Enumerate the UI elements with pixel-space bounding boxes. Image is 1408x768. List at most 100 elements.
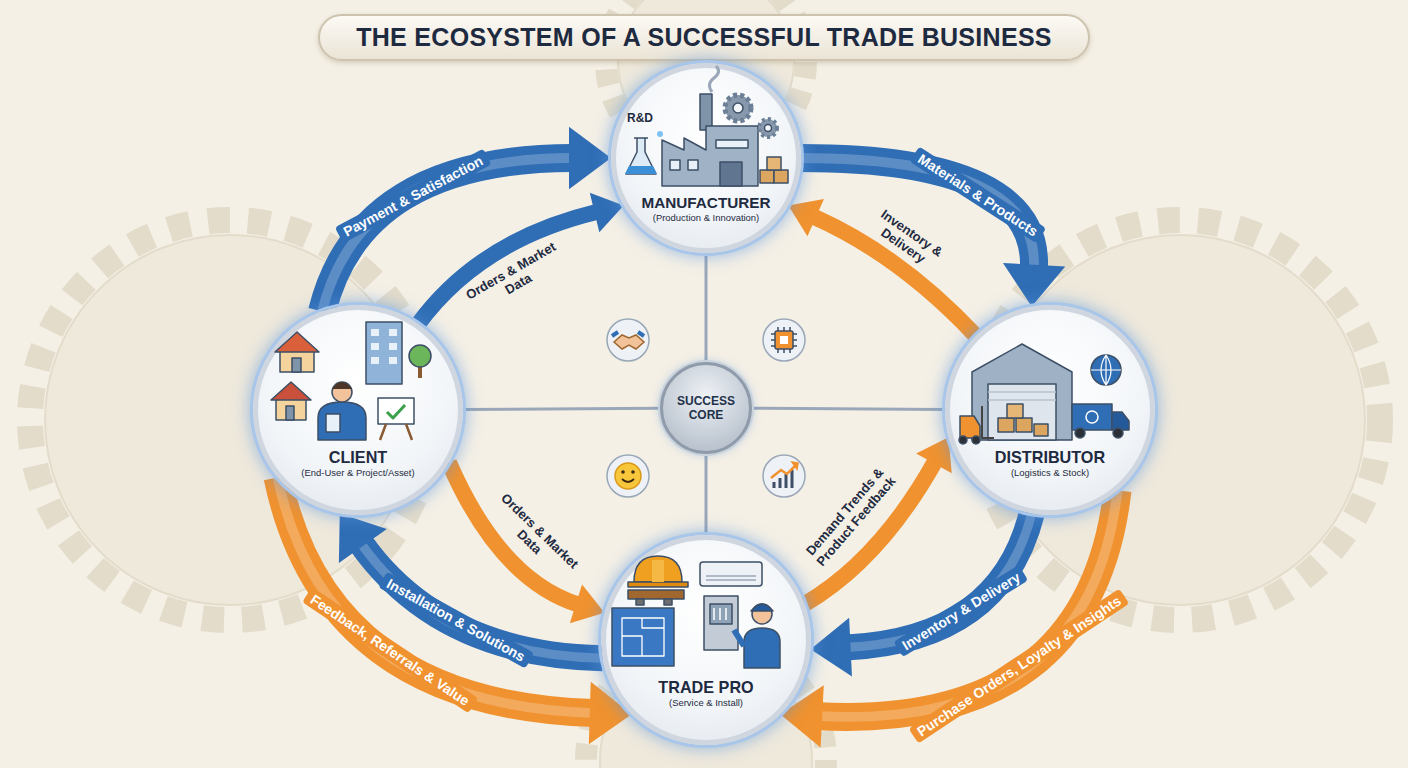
node-subtitle: (Service & Install) xyxy=(606,697,806,709)
flow-label: Materials & Products xyxy=(910,147,1047,244)
trade-illustration xyxy=(704,596,738,650)
client-illustration xyxy=(280,350,314,372)
factory-illustration xyxy=(767,157,781,170)
client-illustration xyxy=(380,424,412,440)
node-title: CLIENT xyxy=(258,448,458,467)
node-title: DISTRIBUTOR xyxy=(950,448,1150,467)
entity-circle: DISTRIBUTOR(Logistics & Stock) xyxy=(945,305,1155,515)
factory-illustration xyxy=(662,126,758,186)
flow-arrow xyxy=(418,212,597,324)
core-icons xyxy=(622,479,634,482)
client-illustration xyxy=(371,329,397,364)
node-title: MANUFACTURER xyxy=(616,194,796,212)
flow-arrow xyxy=(278,477,594,713)
trade-illustration xyxy=(612,556,780,668)
client-illustration xyxy=(286,406,294,420)
client-illustration xyxy=(389,329,397,336)
client-illustration xyxy=(387,405,405,418)
factory-illustration xyxy=(759,119,777,137)
client-illustration xyxy=(418,362,422,378)
client-illustration xyxy=(271,382,311,400)
client-illustration xyxy=(371,329,379,336)
warehouse-illustration xyxy=(959,344,1129,444)
client-illustration xyxy=(332,382,352,402)
trade-illustration xyxy=(700,562,762,586)
flow-label: Orders & Market Data xyxy=(481,485,587,589)
node-title: TRADE PRO xyxy=(606,678,806,697)
warehouse-illustration xyxy=(988,392,1056,400)
arrow-head xyxy=(570,584,605,623)
trade-illustration xyxy=(734,630,744,646)
warehouse-illustration xyxy=(998,418,1014,432)
text-block: DISTRIBUTOR(Logistics & Stock) xyxy=(950,448,1150,479)
spoke-line xyxy=(463,408,660,409)
spoke-line xyxy=(752,408,945,409)
connector xyxy=(706,454,707,535)
core-label: SUCCESS CORE xyxy=(674,394,738,423)
client-illustration xyxy=(276,398,306,420)
warehouse-illustration xyxy=(1113,428,1123,438)
client-illustration xyxy=(378,398,414,424)
arrow-head xyxy=(590,193,624,233)
core-icons xyxy=(631,470,635,474)
trade-illustration xyxy=(714,608,726,620)
factory-illustration xyxy=(725,95,751,121)
warehouse-illustration xyxy=(1086,411,1098,423)
core-circle: SUCCESS CORE xyxy=(660,362,752,454)
connector xyxy=(463,408,660,409)
free-label: R&D xyxy=(627,111,653,125)
gear xyxy=(30,0,1380,768)
warehouse-illustration xyxy=(960,416,980,438)
spoke-line xyxy=(705,253,708,362)
trade-illustration xyxy=(706,576,756,580)
entity-circle: CLIENT(End-User & Project/Asset) xyxy=(253,305,463,515)
core-icons xyxy=(780,336,788,344)
warehouse-illustration xyxy=(972,436,980,444)
warehouse-illustration xyxy=(1091,355,1121,385)
title-banner: THE ECOSYSTEM OF A SUCCESSFUL TRADE BUSI… xyxy=(0,14,1408,61)
text-block: CLIENT(End-User & Project/Asset) xyxy=(258,448,458,479)
flow-label: Orders & Market Data xyxy=(457,236,573,322)
client-illustration xyxy=(371,343,379,350)
text-block: TRADE PRO(Service & Install) xyxy=(606,678,806,709)
core-icons xyxy=(614,335,644,349)
core-icons xyxy=(612,332,644,336)
arrow-head xyxy=(569,127,611,189)
arrow-head xyxy=(1003,263,1065,307)
entity-circle: MANUFACTURER(Production & Innovation) xyxy=(611,63,801,253)
core-icons xyxy=(763,319,805,361)
client-illustration xyxy=(275,332,319,352)
entity-circle: TRADE PRO(Service & Install) xyxy=(601,535,811,745)
warehouse-illustration xyxy=(1072,404,1112,430)
factory-illustration xyxy=(688,160,698,170)
client-illustration xyxy=(332,382,352,389)
core-icons xyxy=(607,319,649,361)
warehouse-illustration xyxy=(959,436,967,444)
arrow-head xyxy=(916,437,952,473)
trade-illustration xyxy=(636,599,644,605)
trade-illustration xyxy=(664,599,672,605)
diagram-title: THE ECOSYSTEM OF A SUCCESSFUL TRADE BUSI… xyxy=(356,23,1052,52)
spoke-line xyxy=(705,454,708,535)
client-illustration xyxy=(409,345,431,367)
client-illustration xyxy=(326,414,340,432)
warehouse-illustration xyxy=(1007,404,1023,418)
text-block: MANUFACTURER(Production & Innovation) xyxy=(616,194,796,224)
factory-illustration xyxy=(733,103,743,113)
trade-illustration xyxy=(710,604,732,624)
connector xyxy=(278,477,632,744)
connector xyxy=(752,408,945,409)
trade-illustration xyxy=(744,628,780,668)
client-illustration xyxy=(292,358,301,372)
node-subtitle: (Logistics & Stock) xyxy=(950,467,1150,479)
warehouse-illustration xyxy=(1075,428,1085,438)
factory-illustration xyxy=(626,138,656,174)
warehouse-illustration xyxy=(1016,418,1032,432)
trade-illustration xyxy=(628,590,684,599)
core-icons xyxy=(763,455,805,497)
node-subtitle: (End-User & Project/Asset) xyxy=(258,467,458,479)
title-box: THE ECOSYSTEM OF A SUCCESSFUL TRADE BUSI… xyxy=(318,14,1090,61)
